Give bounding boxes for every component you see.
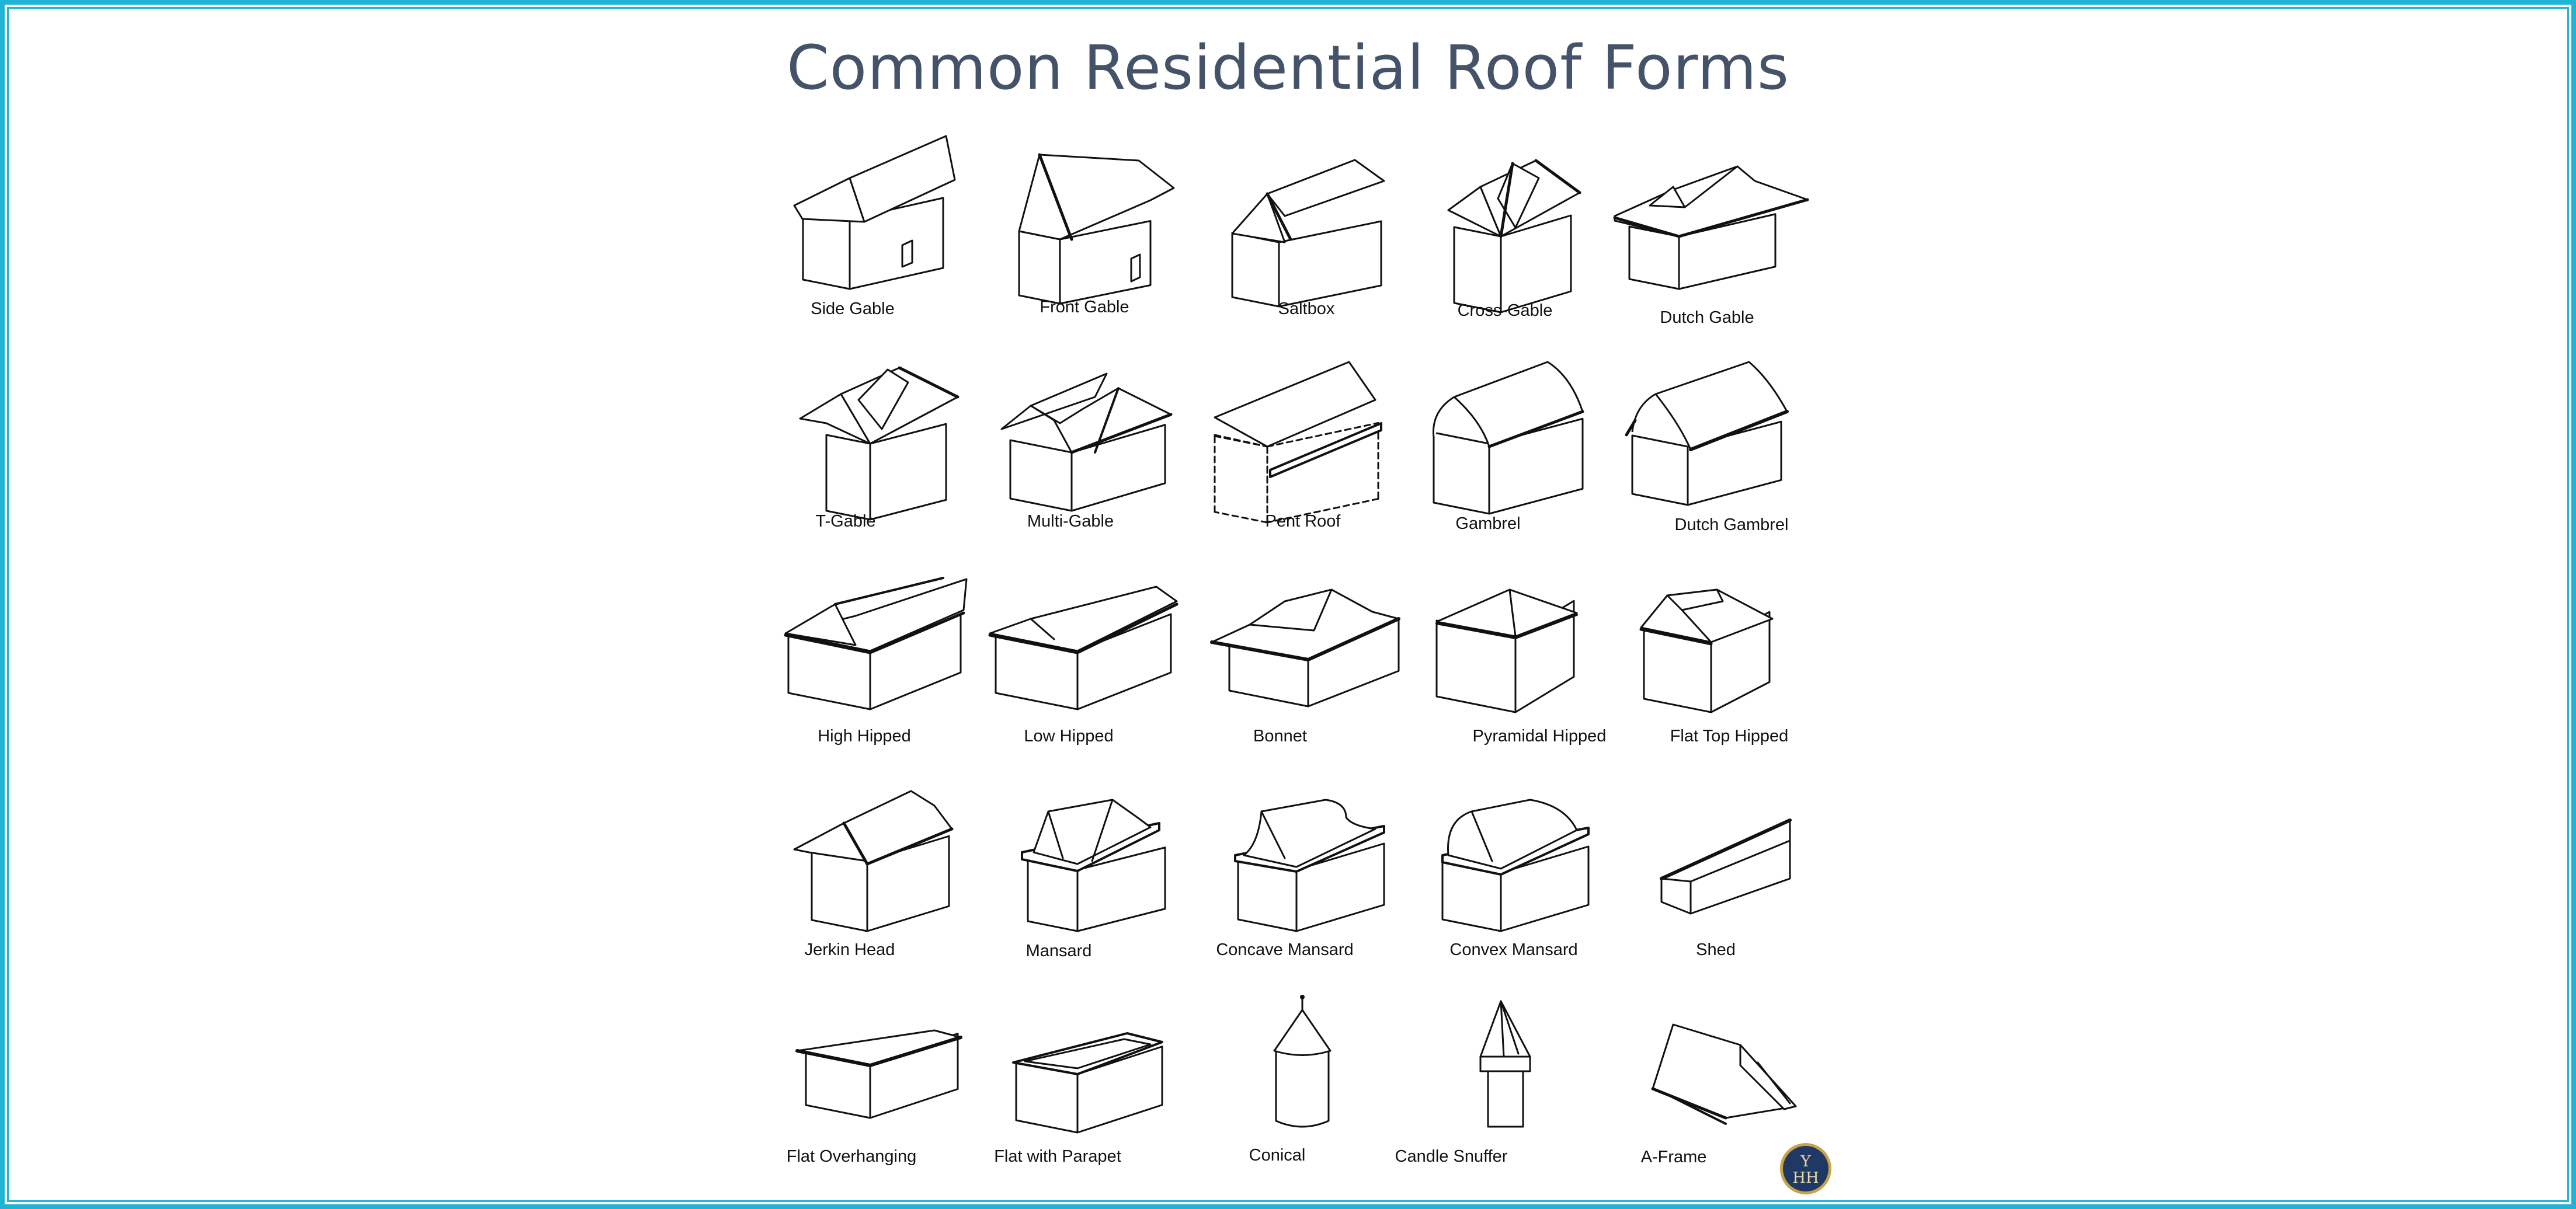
- roof-label-flat-with-parapet: Flat with Parapet: [994, 1147, 1121, 1166]
- convex-mansard-icon: [1441, 799, 1590, 932]
- roof-label-mansard: Mansard: [1026, 942, 1092, 960]
- roof-label-saltbox: Saltbox: [1278, 299, 1335, 318]
- t-gable-icon: [799, 366, 960, 521]
- mansard-icon: [1021, 799, 1166, 932]
- roof-label-bonnet: Bonnet: [1253, 727, 1307, 745]
- jerkin-head-icon: [793, 790, 954, 932]
- roof-label-convex-mansard: Convex Mansard: [1449, 940, 1577, 959]
- candle-snuffer-icon: [1479, 1000, 1531, 1128]
- roof-label-flat-top-hipped: Flat Top Hipped: [1670, 727, 1789, 745]
- flat-with-parapet-icon: [1012, 1032, 1163, 1134]
- svg-text:Y: Y: [1800, 1153, 1811, 1170]
- roof-label-shed: Shed: [1696, 940, 1736, 959]
- roof-label-multi-gable: Multi-Gable: [1027, 512, 1114, 531]
- flat-top-hipped-icon: [1639, 588, 1774, 713]
- roof-label-cross-gable: Cross-Gable: [1458, 301, 1553, 320]
- shed-icon: [1660, 818, 1792, 915]
- roof-label-dutch-gambrel: Dutch Gambrel: [1674, 515, 1788, 534]
- roof-label-flat-overhanging: Flat Overhanging: [787, 1147, 916, 1166]
- pyramidal-hipped-icon: [1435, 588, 1578, 713]
- cross-gable-icon: [1447, 159, 1581, 313]
- conical-icon: [1273, 995, 1332, 1128]
- a-frame-icon: [1651, 1023, 1797, 1125]
- roof-label-pent-roof: Pent Roof: [1266, 512, 1341, 531]
- roof-label-candle-snuffer: Candle Snuffer: [1395, 1147, 1508, 1166]
- pent-roof-icon: [1214, 361, 1382, 524]
- page-title: Common Residential Roof Forms: [786, 32, 1790, 103]
- dutch-gambrel-icon: [1625, 361, 1789, 506]
- roof-label-a-frame: A-Frame: [1641, 1148, 1707, 1166]
- dutch-gable-icon: [1613, 165, 1809, 290]
- multi-gable-icon: [1000, 372, 1173, 512]
- high-hipped-icon: [784, 577, 968, 710]
- roof-label-pyramidal-hipped: Pyramidal Hipped: [1473, 727, 1607, 745]
- roof-label-side-gable: Side Gable: [811, 299, 895, 318]
- roof-label-jerkin-head: Jerkin Head: [805, 940, 895, 959]
- side-gable-icon: [793, 135, 956, 290]
- roof-label-front-gable: Front Gable: [1040, 298, 1129, 316]
- saltbox-icon: [1231, 159, 1385, 308]
- roof-label-conical: Conical: [1249, 1146, 1306, 1165]
- bonnet-icon: [1210, 588, 1400, 708]
- roof-label-low-hipped: Low Hipped: [1024, 727, 1113, 745]
- low-hipped-icon: [988, 586, 1179, 710]
- roof-label-t-gable: T-Gable: [815, 512, 875, 531]
- roof-label-dutch-gable: Dutch Gable: [1660, 308, 1754, 327]
- svg-text:HH: HH: [1792, 1169, 1819, 1187]
- roof-label-gambrel: Gambrel: [1455, 514, 1520, 533]
- concave-mansard-icon: [1234, 799, 1385, 932]
- roof-label-concave-mansard: Concave Mansard: [1216, 940, 1353, 959]
- roof-label-high-hipped: High Hipped: [818, 727, 911, 745]
- front-gable-icon: [1018, 153, 1175, 305]
- company-logo: Y HH: [1780, 1143, 1831, 1194]
- flat-overhanging-icon: [795, 1029, 962, 1119]
- gambrel-icon: [1432, 361, 1584, 515]
- page-border-inner: [7, 7, 2569, 1202]
